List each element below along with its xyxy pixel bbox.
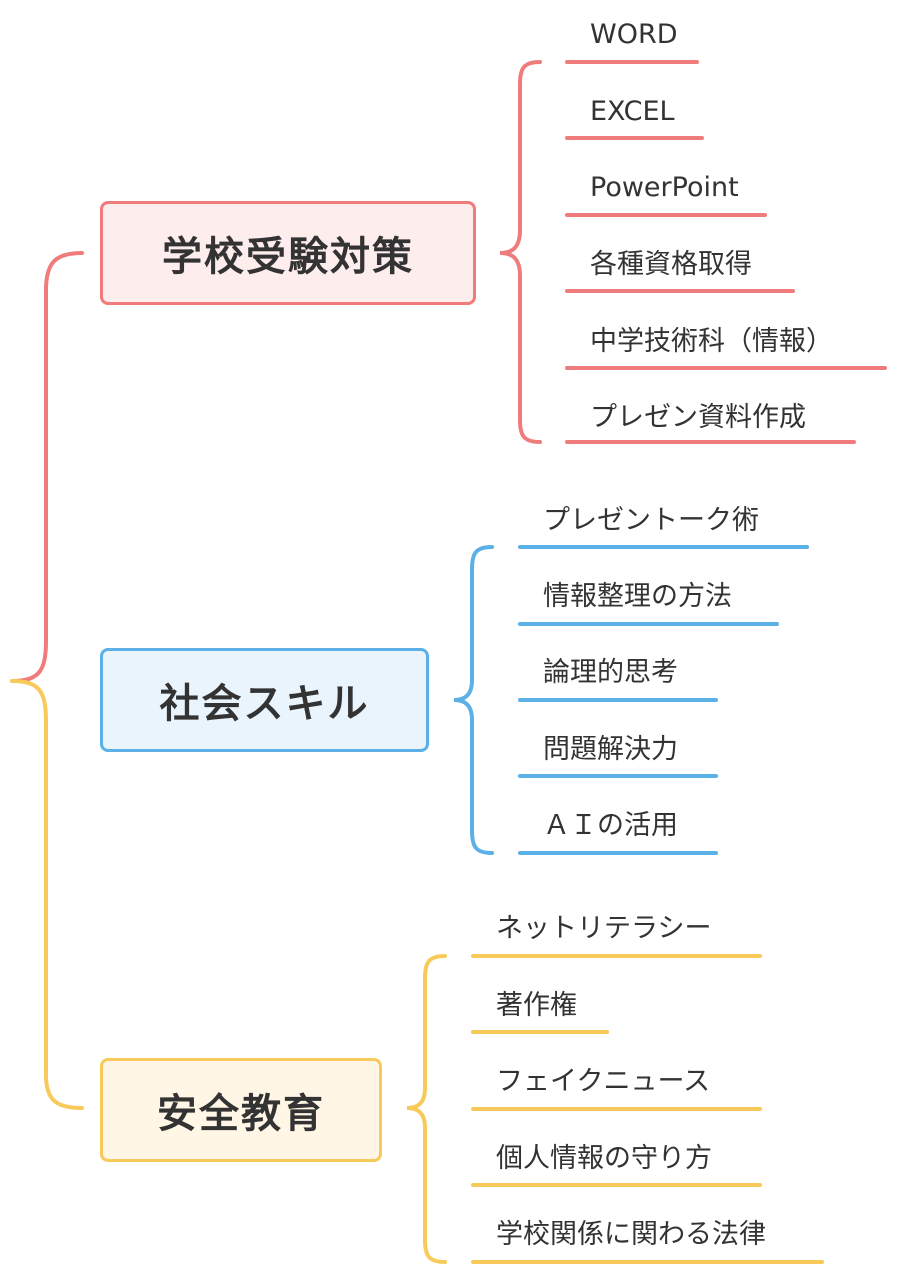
leaf-ai-usage[interactable]: ＡＩの活用: [543, 810, 678, 841]
leaf-underline: [471, 1260, 824, 1264]
root-connector-top: [10, 251, 84, 683]
leaf-net-literacy[interactable]: ネットリテラシー: [496, 913, 712, 944]
leaf-underline: [518, 545, 809, 549]
leaf-fake-news[interactable]: フェイクニュース: [496, 1066, 711, 1097]
bracket-safety-education: [406, 954, 447, 1264]
leaf-underline: [565, 289, 795, 293]
leaf-underline: [518, 698, 718, 702]
leaf-underline: [471, 1107, 762, 1111]
leaf-underline: [565, 213, 767, 217]
leaf-copyright[interactable]: 著作権: [496, 990, 577, 1021]
leaf-certifications[interactable]: 各種資格取得: [590, 249, 752, 280]
bracket-social-skills: [453, 545, 494, 855]
leaf-presentation-materials[interactable]: プレゼン資料作成: [590, 402, 806, 433]
branch-social-skills[interactable]: 社会スキル: [100, 648, 429, 752]
leaf-school-law[interactable]: 学校関係に関わる法律: [496, 1219, 766, 1250]
leaf-underline: [565, 366, 887, 370]
leaf-underline: [471, 954, 762, 958]
leaf-info-organization[interactable]: 情報整理の方法: [543, 581, 732, 612]
branch-school-exam[interactable]: 学校受験対策: [100, 201, 476, 305]
leaf-tech-class[interactable]: 中学技術科（情報）: [590, 326, 833, 357]
leaf-underline: [565, 136, 704, 140]
leaf-underline: [471, 1183, 762, 1187]
leaf-excel[interactable]: EXCEL: [590, 96, 675, 127]
leaf-presentation-talk[interactable]: プレゼントーク術: [543, 505, 759, 536]
leaf-logical-thinking[interactable]: 論理的思考: [543, 657, 678, 688]
bracket-school-exam: [499, 60, 542, 444]
leaf-privacy-protection[interactable]: 個人情報の守り方: [496, 1143, 712, 1174]
leaf-underline: [518, 622, 779, 626]
branch-safety-education[interactable]: 安全教育: [100, 1058, 382, 1162]
leaf-problem-solving[interactable]: 問題解決力: [543, 734, 678, 765]
leaf-underline: [565, 60, 699, 64]
leaf-word[interactable]: WORD: [590, 19, 678, 50]
leaf-underline: [471, 1030, 609, 1034]
root-connector-bottom: [10, 679, 84, 1110]
leaf-powerpoint[interactable]: PowerPoint: [590, 172, 739, 203]
leaf-underline: [518, 774, 718, 778]
leaf-underline: [518, 851, 718, 855]
leaf-underline: [565, 440, 856, 444]
